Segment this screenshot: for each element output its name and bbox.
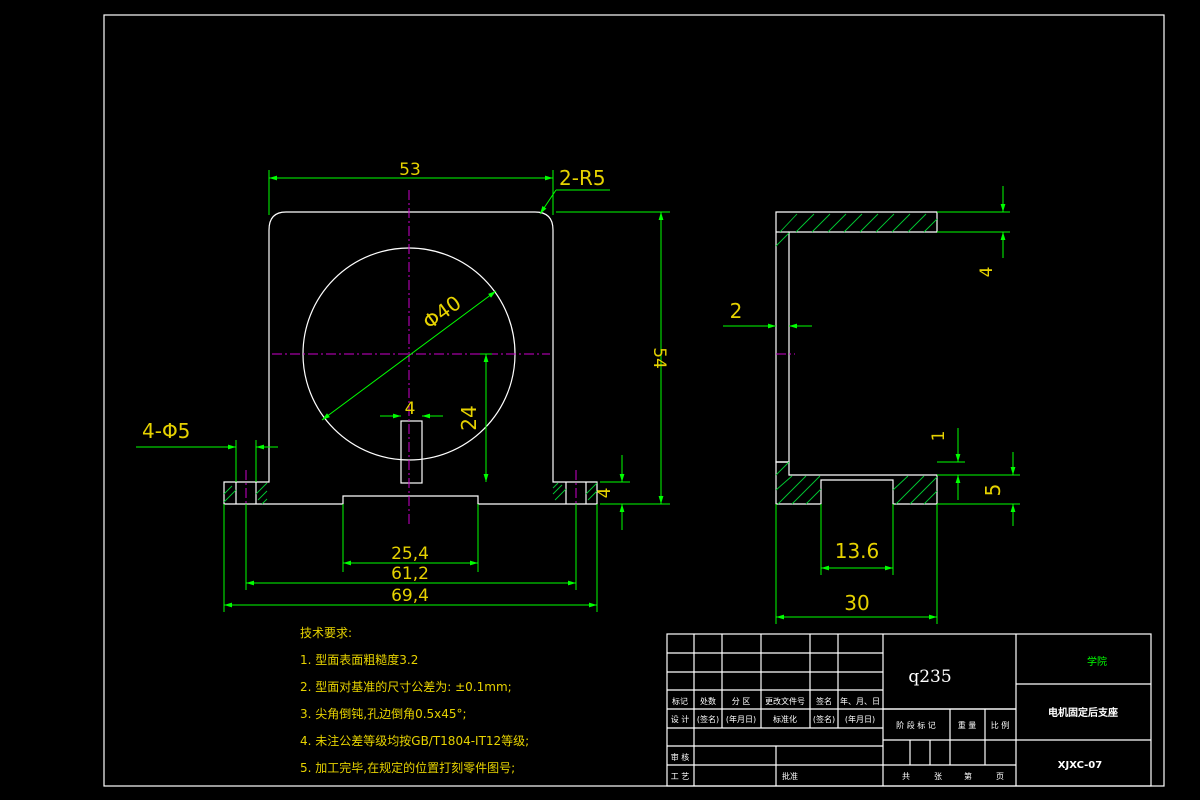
- dim-25-4: 25,4: [342, 504, 479, 572]
- svg-text:24: 24: [457, 405, 481, 430]
- side-bottom-hatch: [775, 461, 938, 505]
- svg-text:第: 第: [964, 771, 972, 781]
- dim-24: 24: [457, 353, 492, 482]
- tech-item: 3. 尖角倒钝,孔边倒角0.5x45°;: [300, 707, 467, 721]
- tech-item: 2. 型面对基准的尺寸公差为: ±0.1mm;: [300, 679, 512, 694]
- svg-text:(年月日): (年月日): [845, 714, 875, 724]
- school-field: 学院: [1087, 655, 1107, 668]
- svg-text:工 艺: 工 艺: [671, 772, 690, 781]
- front-view: 53 2-R5 Φ40 54 24 4: [136, 160, 670, 612]
- svg-text:4: 4: [977, 267, 997, 278]
- svg-text:审 核: 审 核: [671, 752, 690, 762]
- dim-side-1: 1: [929, 428, 965, 500]
- svg-text:4-Φ5: 4-Φ5: [142, 419, 190, 443]
- svg-text:69,4: 69,4: [391, 586, 429, 606]
- tech-requirements: 技术要求: 1. 型面表面粗糙度3.2 2. 型面对基准的尺寸公差为: ±0.1…: [300, 626, 529, 775]
- svg-text:标记: 标记: [672, 696, 688, 706]
- svg-text:标准化: 标准化: [773, 714, 797, 724]
- svg-text:共: 共: [902, 772, 910, 781]
- svg-text:25,4: 25,4: [391, 544, 429, 564]
- note-4-phi5: 4-Φ5: [136, 419, 278, 482]
- side-top-hatch: [775, 213, 938, 247]
- svg-text:(签名): (签名): [813, 714, 835, 724]
- svg-text:年、月、日: 年、月、日: [840, 696, 880, 706]
- note-2-r5: 2-R5: [539, 166, 610, 215]
- svg-text:重 量: 重 量: [958, 720, 977, 730]
- svg-text:处数: 处数: [700, 696, 716, 706]
- svg-text:30: 30: [844, 591, 869, 615]
- tech-item: 4. 未注公差等级均按GB/T1804-IT12等级;: [300, 733, 529, 748]
- slot: [400, 420, 423, 484]
- svg-text:更改文件号: 更改文件号: [765, 696, 805, 706]
- svg-text:61,2: 61,2: [391, 564, 429, 584]
- material-field: q235: [908, 667, 951, 687]
- right-mount-hole: [552, 482, 598, 504]
- title-block: 标记 处数 分 区 更改文件号 签名 年、月、日 设 计 (签名) (年月日) …: [666, 633, 1152, 787]
- svg-text:5: 5: [981, 484, 1005, 497]
- dim-base-4: 4: [595, 455, 630, 530]
- side-view: 4 2 1 5 13.6 30: [723, 186, 1020, 624]
- dim-side-5: 5: [937, 452, 1020, 526]
- svg-text:1: 1: [929, 431, 949, 442]
- side-outline: [775, 211, 938, 463]
- svg-text:设 计: 设 计: [671, 714, 690, 724]
- dim-side-13-6: 13.6: [820, 504, 894, 575]
- tech-title: 技术要求:: [300, 626, 352, 640]
- svg-text:2-R5: 2-R5: [559, 166, 606, 190]
- svg-text:4: 4: [405, 399, 416, 419]
- svg-text:签名: 签名: [816, 696, 832, 706]
- tech-item: 5. 加工完毕,在规定的位置打刻零件图号;: [300, 760, 515, 775]
- svg-text:批准: 批准: [782, 771, 798, 781]
- svg-text:比 例: 比 例: [991, 720, 1010, 730]
- svg-text:53: 53: [399, 160, 421, 180]
- svg-text:阶 段 标 记: 阶 段 标 记: [896, 720, 936, 730]
- dim-side-2: 2: [723, 299, 812, 329]
- svg-text:分 区: 分 区: [732, 697, 751, 706]
- svg-text:54: 54: [649, 347, 669, 369]
- dim-53: 53: [268, 160, 554, 215]
- dim-side-30: 30: [775, 504, 938, 624]
- part-name-field: 电机固定后支座: [1048, 706, 1118, 719]
- svg-text:13.6: 13.6: [835, 539, 880, 563]
- tech-item: 1. 型面表面粗糙度3.2: [300, 652, 418, 667]
- svg-text:页: 页: [996, 772, 1004, 781]
- dim-side-4: 4: [937, 186, 1010, 277]
- svg-text:(签名): (签名): [697, 714, 719, 724]
- svg-text:张: 张: [934, 772, 942, 781]
- dim-69-4: 69,4: [223, 504, 598, 612]
- dim-54: 54: [556, 211, 670, 505]
- dim-slot-4: 4: [380, 399, 443, 419]
- dim-61-2: 61,2: [245, 504, 577, 590]
- svg-text:2: 2: [730, 299, 743, 323]
- drawing-frame: [103, 14, 1165, 787]
- svg-text:(年月日): (年月日): [726, 714, 756, 724]
- svg-text:4: 4: [595, 488, 615, 499]
- drawing-number-field: XJXC-07: [1058, 760, 1102, 771]
- svg-text:Φ40: Φ40: [418, 291, 465, 335]
- left-mount-hole: [223, 482, 268, 505]
